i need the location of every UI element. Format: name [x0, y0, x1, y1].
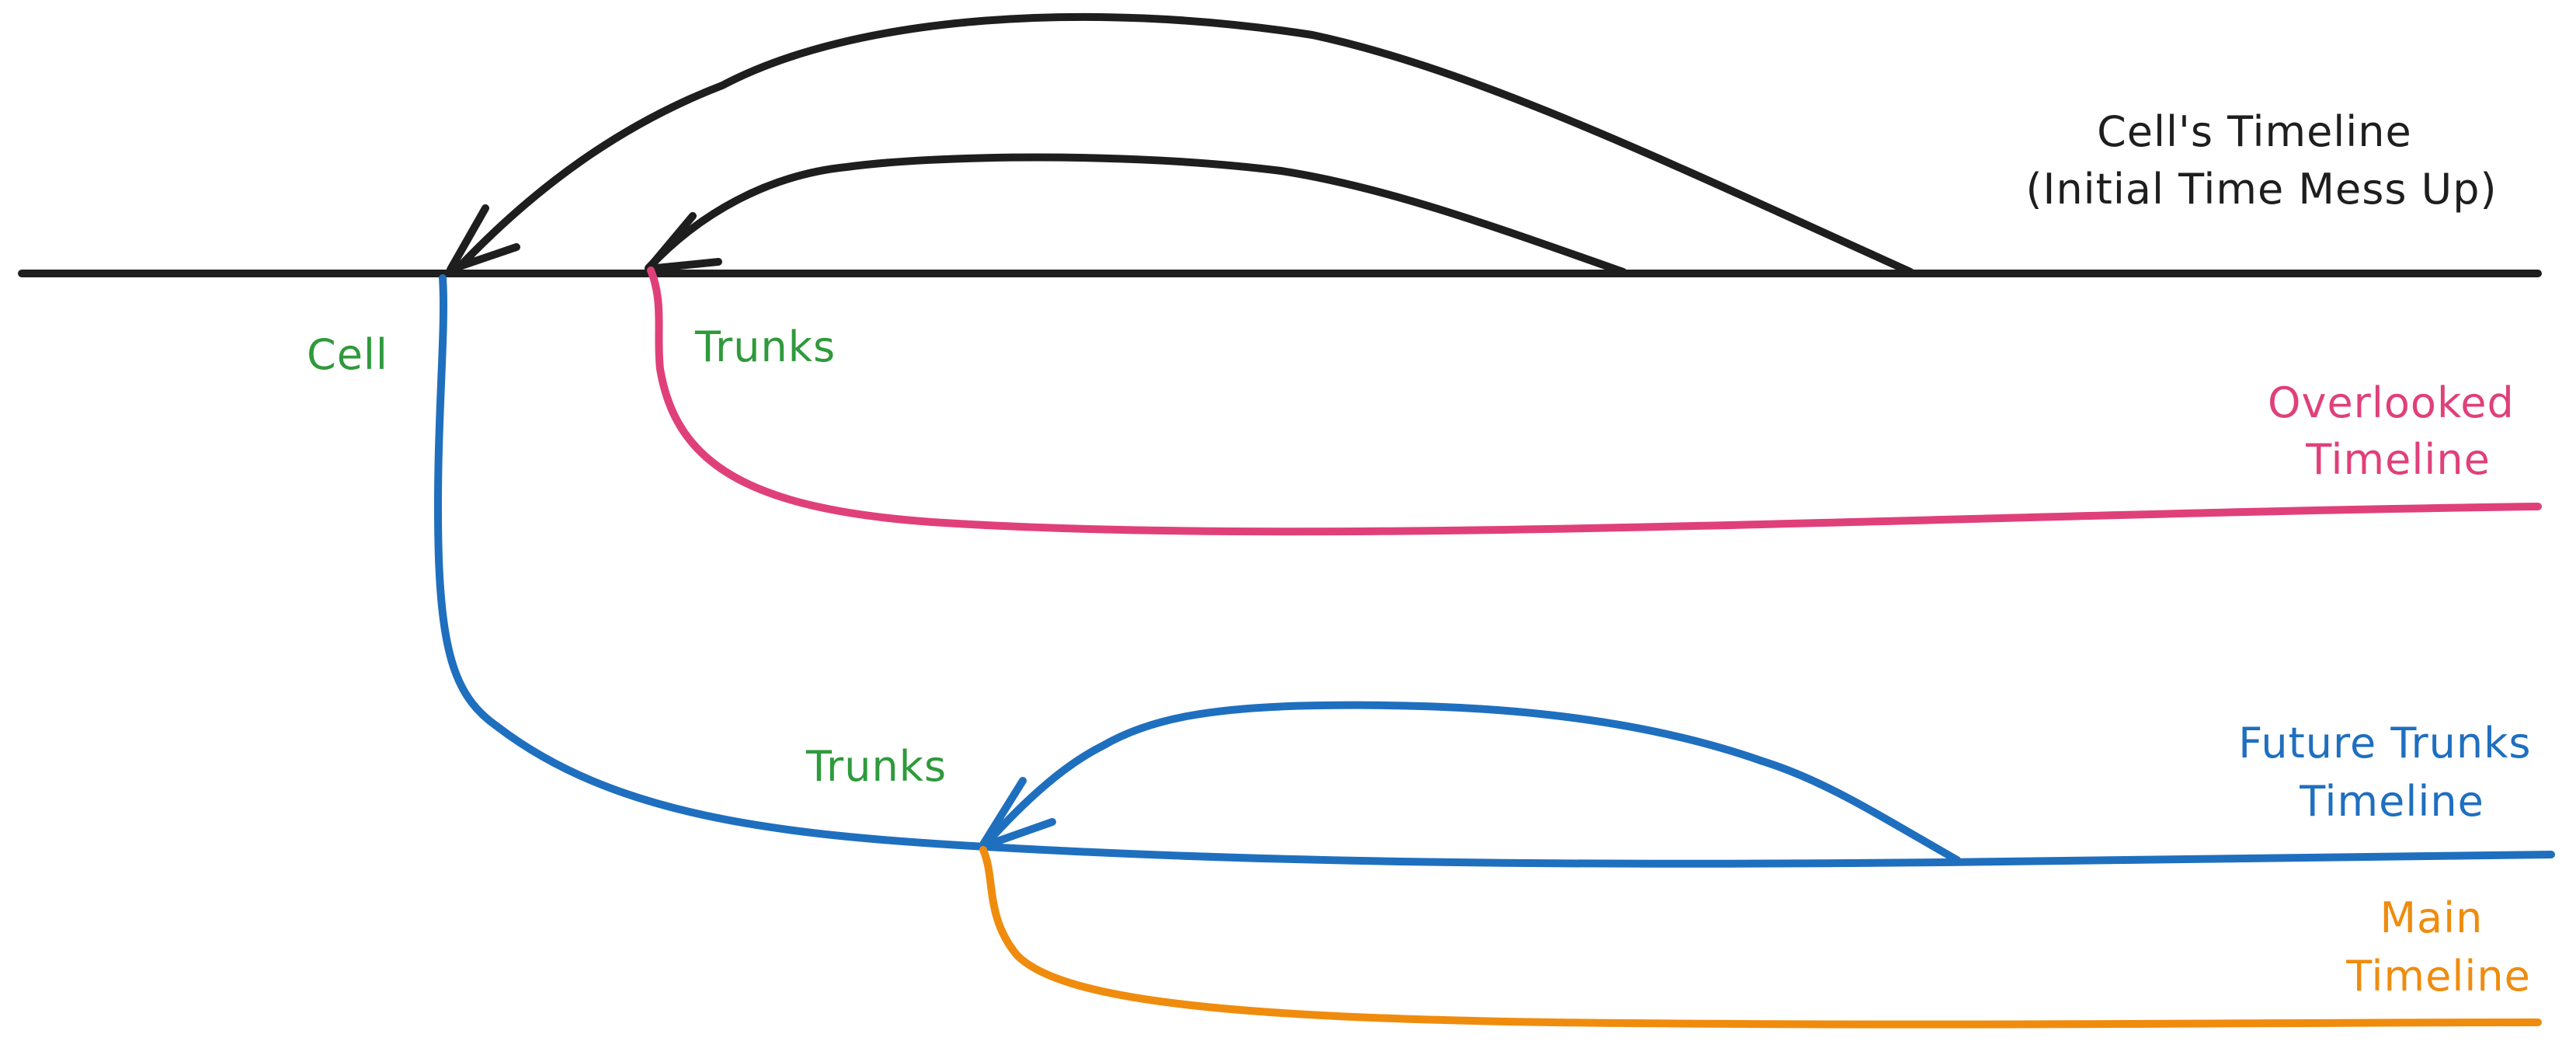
trunks-travel-arc-bottom — [981, 701, 1961, 864]
overlooked-timeline-label-line1: Overlooked — [2268, 378, 2515, 427]
main-timeline-line — [979, 846, 2542, 1029]
cell-travel-arc — [454, 12, 1914, 276]
cell-label: Cell — [307, 330, 388, 379]
future-trunks-timeline-label: Future Trunks Timeline — [2238, 719, 2545, 826]
main-timeline-label-line2: Timeline — [2345, 952, 2531, 1001]
overlooked-timeline-label-line2: Timeline — [2305, 435, 2491, 484]
trunks-label-top: Trunks — [694, 322, 836, 371]
trunks-travel-arrowhead-top — [645, 212, 722, 273]
cells-timeline-label-line2: (Initial Time Mess Up) — [2025, 165, 2497, 214]
cells-timeline-label: Cell's Timeline (Initial Time Mess Up) — [2025, 107, 2497, 214]
overlooked-timeline-line — [647, 266, 2542, 536]
future-trunks-timeline-label-line2: Timeline — [2299, 777, 2484, 826]
main-timeline-label-line1: Main — [2380, 893, 2483, 942]
overlooked-timeline-label: Overlooked Timeline — [2268, 378, 2529, 484]
trunks-travel-arc-top — [645, 153, 1627, 276]
main-timeline-label: Main Timeline — [2345, 893, 2531, 1001]
future-trunks-timeline-label-line1: Future Trunks — [2238, 719, 2531, 768]
cells-timeline-label-line1: Cell's Timeline — [2097, 107, 2412, 156]
cell-travel-arrowhead — [447, 204, 520, 273]
trunks-label-bottom: Trunks — [805, 742, 947, 791]
